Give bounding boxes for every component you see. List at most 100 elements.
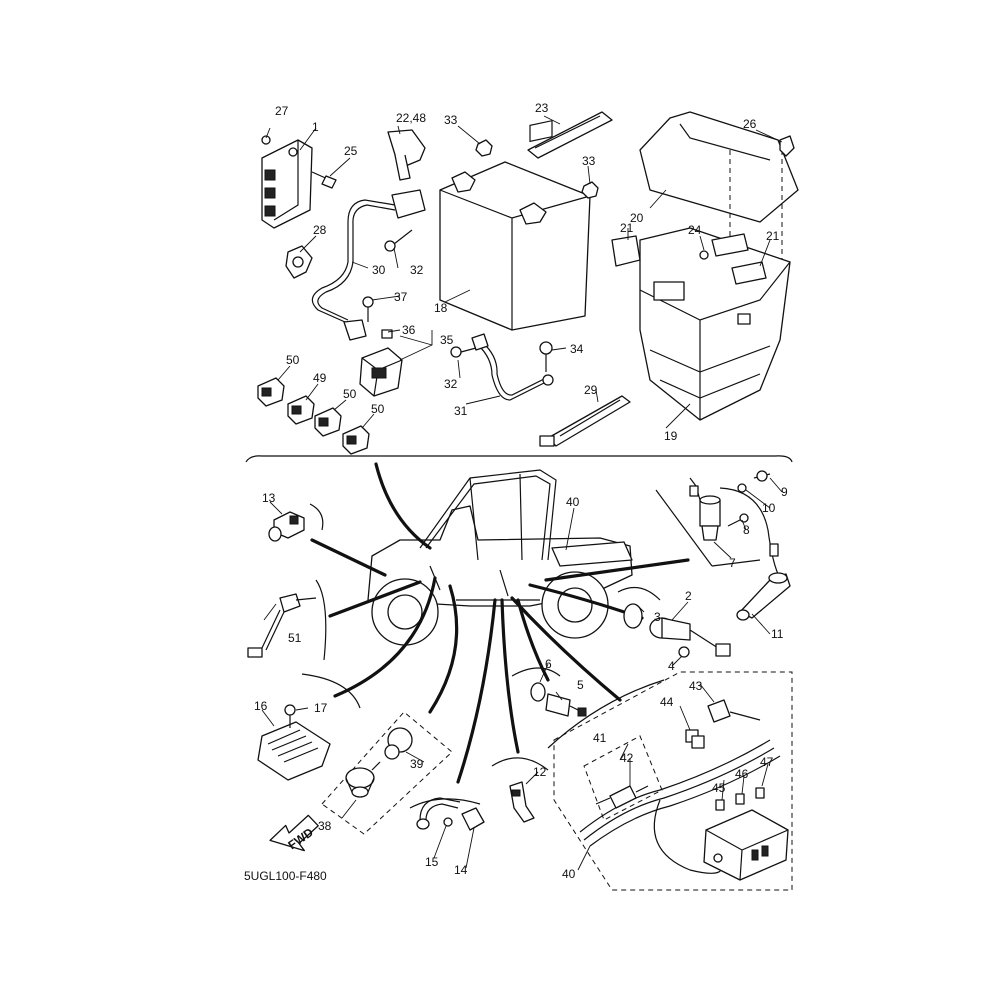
callout-44: 44 [660, 695, 674, 709]
callout-1: 1 [312, 120, 319, 134]
callout-21b: 21 [766, 229, 780, 243]
callout-21a: 21 [620, 221, 634, 235]
bracket-5 [511, 667, 561, 677]
part-starter-relay-35 [359, 347, 403, 397]
part-sensor-13 [268, 511, 305, 542]
bracket-13 [309, 503, 324, 531]
callout-14: 14 [454, 863, 468, 877]
bracket-51 [315, 579, 327, 661]
part-washer-6 [530, 682, 546, 702]
part-relay-50a [257, 377, 285, 407]
part-bolt-37 [362, 296, 374, 322]
callout-20: 20 [630, 211, 644, 225]
bracket-14-15 [409, 798, 481, 809]
part-ignition-coil-7 [689, 477, 721, 541]
part-bolt-9 [753, 470, 771, 482]
callout-16: 16 [254, 699, 268, 713]
bracket-7-11 [655, 489, 761, 567]
part-cover-20 [639, 111, 799, 290]
callout-labels: 1 2 3 4 5 6 7 8 9 10 11 12 13 14 15 16 1… [254, 101, 788, 881]
leader-arc-51 [328, 580, 422, 618]
callout-23: 23 [535, 101, 549, 115]
part-ecu [261, 139, 313, 229]
part-switch-38 [345, 761, 381, 798]
leader-arc-38 [428, 584, 459, 714]
callout-47: 47 [760, 755, 774, 769]
part-resistor-42 [595, 785, 649, 809]
part-bracket-14 [461, 807, 485, 831]
part-fuse-47 [755, 787, 765, 799]
part-fuse-box [703, 809, 789, 881]
callout-7: 7 [729, 556, 736, 570]
callout-18: 18 [434, 301, 448, 315]
callout-13: 13 [262, 491, 276, 505]
part-fuse-45 [715, 799, 725, 811]
callout-46: 46 [735, 767, 749, 781]
leader-arc-12 [500, 598, 520, 754]
callout-2: 2 [685, 589, 692, 603]
callout-22-48: 22,48 [396, 111, 426, 125]
part-relay-50b [314, 407, 342, 437]
part-relay-50c [342, 425, 370, 455]
part-plug-cap-11 [736, 572, 791, 621]
bracket-16 [301, 673, 361, 709]
leader-arc-40 [510, 596, 622, 702]
callout-51: 51 [288, 631, 302, 645]
callout-49: 49 [313, 371, 327, 385]
callout-42: 42 [620, 751, 634, 765]
bracket-40 [547, 679, 665, 749]
leader-arc-16 [333, 576, 437, 698]
part-cable-30 [311, 189, 426, 341]
group-harness-40 [553, 671, 793, 891]
part-bolt-17 [284, 704, 296, 728]
callout-45: 45 [712, 781, 726, 795]
callout-5: 5 [577, 678, 584, 692]
callout-11: 11 [771, 627, 784, 641]
part-o-ring-3 [623, 603, 643, 629]
callout-33b: 33 [582, 154, 596, 168]
part-cable-31 [471, 333, 554, 401]
callout-32b: 32 [444, 377, 458, 391]
bracket-12 [491, 757, 549, 771]
callout-30: 30 [372, 263, 386, 277]
part-knob-39 [384, 727, 413, 760]
part-fuse-46 [735, 793, 745, 805]
callout-35: 35 [440, 333, 454, 347]
part-clip-26 [779, 135, 795, 157]
callout-26: 26 [743, 117, 757, 131]
callout-37: 37 [394, 290, 408, 304]
part-lead-wire [719, 487, 779, 575]
callout-3: 3 [654, 610, 661, 624]
part-sensor-2 [649, 617, 731, 657]
part-bolt-32a [384, 229, 413, 252]
callout-12: 12 [533, 765, 547, 779]
vehicle-illustration [367, 469, 633, 646]
fwd-arrow: FWD [269, 814, 319, 852]
callout-15: 15 [425, 855, 439, 869]
part-nut-33b [581, 181, 599, 199]
callout-17: 17 [314, 701, 328, 715]
part-clip-28 [285, 245, 313, 279]
callout-24: 24 [688, 223, 702, 237]
callout-38: 38 [318, 819, 332, 833]
part-bolt-25 [311, 171, 337, 189]
part-bolt-34 [539, 341, 553, 372]
callout-31: 31 [454, 404, 468, 418]
part-rectifier-16 [257, 721, 331, 781]
callout-40b: 40 [562, 867, 576, 881]
callout-27: 27 [275, 104, 289, 118]
callout-28: 28 [313, 223, 327, 237]
callout-50a: 50 [286, 353, 300, 367]
callout-33a: 33 [444, 113, 458, 127]
part-harness-40 [579, 739, 781, 874]
part-bolt-4 [678, 646, 690, 658]
part-fuse-36 [381, 329, 393, 339]
part-strap-23 [527, 111, 613, 159]
callout-25: 25 [344, 144, 358, 158]
callout-32a: 32 [410, 263, 424, 277]
part-washer-10 [737, 483, 747, 493]
callout-6: 6 [545, 657, 552, 671]
part-battery-18 [439, 119, 591, 331]
leader-arc-14 [456, 598, 497, 784]
callout-50c: 50 [371, 402, 385, 416]
